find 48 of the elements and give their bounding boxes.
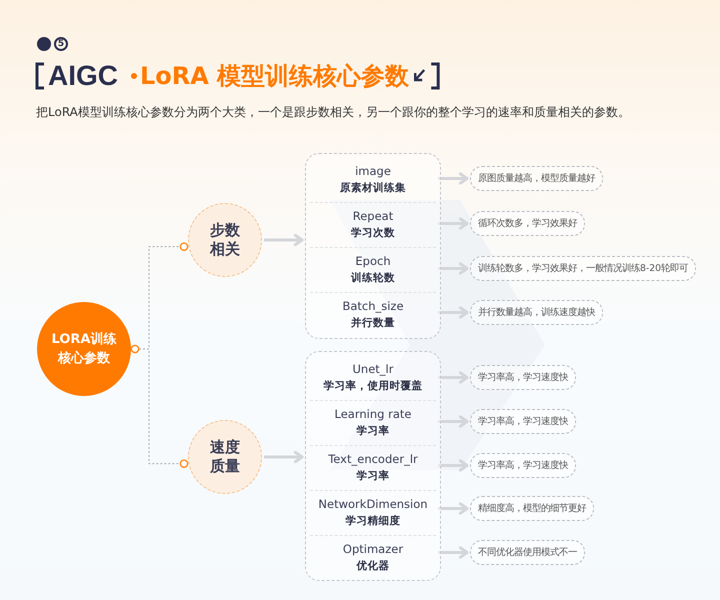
parameter-description: 学习次数 [351, 226, 395, 240]
description-pill: 学习率高，学习速度快 [470, 365, 576, 390]
subtitle: 把LoRA模型训练核心参数分为两个大类，一个是跟步数相关，另一个跟你的整个学习的速率和质量相关的参数。 [36, 104, 630, 121]
parameter-name: Unet_lr [352, 362, 394, 376]
parameter-description: 学习率 [356, 469, 390, 483]
arrow [264, 234, 304, 246]
parameter-name: Repeat [352, 209, 394, 223]
description-pill: 精细度高，模型的细节更好 [470, 496, 594, 521]
arrow [438, 306, 468, 319]
parameter-name: image [355, 164, 391, 178]
description-pill: 原图质量越高，模型质量越好 [470, 166, 603, 191]
arrow [438, 172, 468, 185]
category-label: 步数相关 [209, 221, 241, 259]
arrow [438, 371, 468, 384]
parameter-name: Learning rate [334, 407, 412, 421]
description-pill: 学习率高，学习速度快 [470, 409, 576, 434]
parameter-name: Optimazer [342, 542, 404, 556]
category-label: 速度质量 [209, 438, 241, 476]
arrow [438, 546, 468, 559]
dotted-connector [130, 344, 188, 468]
parameter-description: 训练轮数 [351, 271, 395, 285]
arrow [264, 450, 304, 464]
arrow [438, 415, 468, 428]
description-pill: 循环次数多，学习效果好 [470, 211, 585, 236]
description-pill: 并行数量越高，训练速度越快 [470, 300, 603, 325]
page-number-badge: 5 [54, 37, 68, 51]
parameter-name: Batch_size [342, 299, 404, 313]
arrow [438, 502, 468, 515]
parameter-name: NetworkDimension [318, 497, 428, 511]
parameter-description: 学习率 [356, 424, 390, 438]
arrow [438, 217, 468, 230]
arrow [438, 262, 468, 275]
parameter-name: Text_encoder_lr [328, 452, 418, 466]
parameter-description: 优化器 [356, 559, 390, 573]
parameter-description: 原素材训练集 [340, 180, 406, 194]
description-pill: 训练轮数多，学习效果好，一般情况训练8-20轮即可 [470, 256, 696, 281]
arrow [438, 459, 468, 472]
parameter-description: 学习率，使用时覆盖 [324, 378, 422, 392]
title-prefix: AIGC [48, 60, 118, 92]
parameter-description: 学习精细度 [346, 514, 400, 528]
parameter-name: Epoch [355, 254, 391, 268]
parameter-group-box [305, 351, 441, 581]
description-pill: 学习率高，学习速度快 [470, 453, 576, 478]
description-pill: 不同优化器使用模式不一 [470, 540, 585, 565]
core-label: LORA训练核心参数 [50, 330, 118, 368]
title: LoRA 模型训练核心参数 [140, 61, 410, 92]
parameter-group-box [305, 153, 441, 339]
parameter-description: 并行数量 [351, 316, 395, 330]
